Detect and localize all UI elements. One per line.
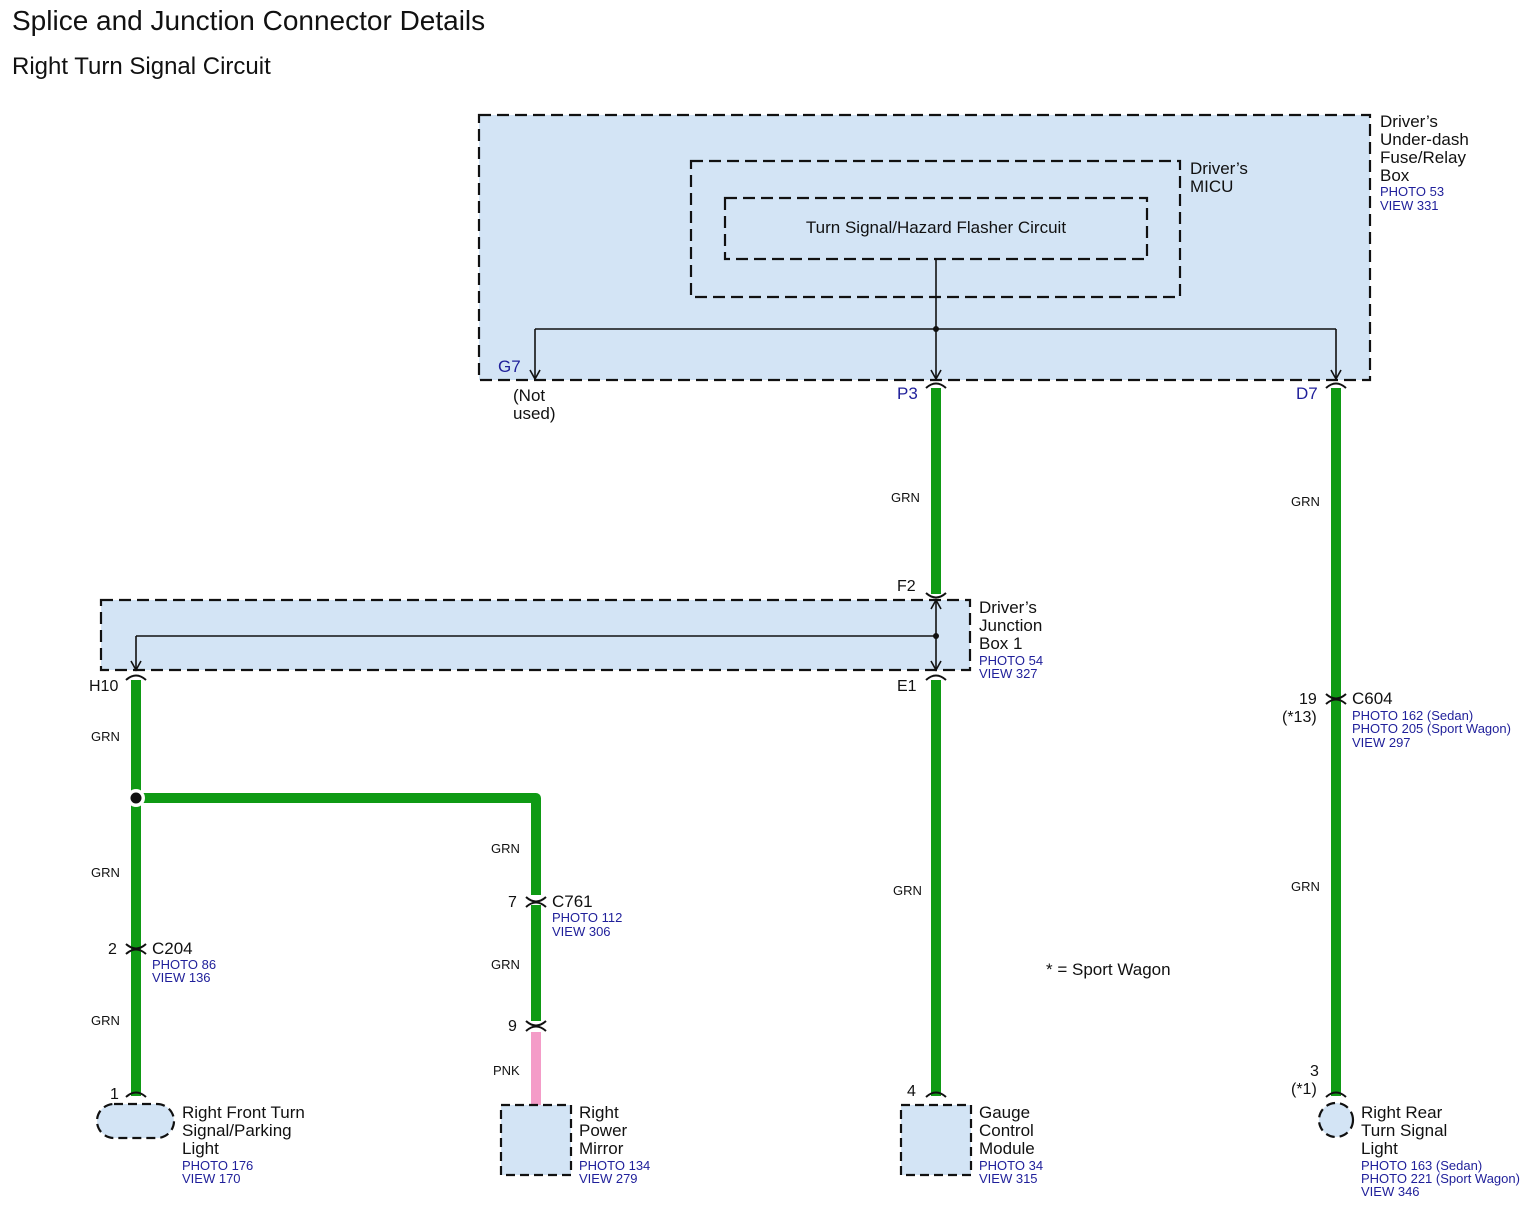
splice-dot-fuse-box — [933, 326, 939, 332]
wire-label-e1-gauge: GRN — [893, 883, 922, 898]
component-mirror: Right Power Mirror PHOTO 134 VIEW 279 — [499, 1103, 654, 1186]
pin-d7: D7 — [1296, 384, 1318, 403]
wire-label-c761-pin9: GRN — [491, 957, 520, 972]
pin-f2: F2 — [897, 578, 916, 595]
fuse-box-name: Driver’s Under-dash Fuse/Relay Box — [1380, 112, 1474, 185]
c604-pin: 19 — [1299, 691, 1317, 708]
c604-name: C604 — [1352, 689, 1393, 708]
pin-p3: P3 — [897, 384, 918, 403]
micu-name: Driver’s MICU — [1190, 159, 1253, 196]
arrow-f2 — [930, 598, 942, 610]
wire-label-pnk: PNK — [493, 1063, 520, 1078]
c761-pin-top: 7 — [508, 894, 517, 911]
pin-h10: H10 — [89, 678, 118, 695]
wire-label-h10-splice: GRN — [91, 729, 120, 744]
pin-g7: G7 — [498, 357, 521, 376]
connector-c604: 19 (*13) C604 PHOTO 162 (Sedan) PHOTO 20… — [1282, 689, 1515, 750]
junction-box: Driver’s Junction Box 1 PHOTO 54 VIEW 32… — [99, 598, 1047, 681]
c604-note: (*13) — [1282, 709, 1317, 726]
wire-label-c204-front: GRN — [91, 1013, 120, 1028]
c204-refs: PHOTO 86 VIEW 136 — [152, 957, 220, 985]
wire-label-d7-c604: GRN — [1291, 494, 1320, 509]
c761-refs: PHOTO 112 VIEW 306 — [552, 910, 626, 939]
splice-dot-junction — [933, 633, 939, 639]
connector-h10 — [125, 674, 147, 681]
c761-name: C761 — [552, 892, 593, 911]
front-light-refs: PHOTO 176 VIEW 170 — [182, 1158, 257, 1186]
page-subtitle: Right Turn Signal Circuit — [12, 53, 271, 80]
wire-label-splice-c204: GRN — [91, 865, 120, 880]
rear-light-pin: 3 — [1310, 1063, 1319, 1080]
gauge-refs: PHOTO 34 VIEW 315 — [979, 1158, 1047, 1186]
c204-pin: 2 — [108, 941, 117, 958]
c604-refs: PHOTO 162 (Sedan) PHOTO 205 (Sport Wagon… — [1352, 708, 1515, 750]
front-light-name: Right Front Turn Signal/Parking Light — [182, 1103, 310, 1158]
connector-e1 — [925, 674, 947, 681]
arrow-e1 — [930, 660, 942, 672]
rear-light-note: (*1) — [1291, 1081, 1317, 1098]
splice-point-center — [130, 792, 142, 804]
arrow-d7 — [1330, 369, 1342, 381]
rear-light-name: Right Rear Turn Signal Light — [1361, 1103, 1452, 1158]
wire-label-p3-f2: GRN — [891, 490, 920, 505]
not-used-label: (Not used) — [513, 386, 556, 423]
mirror-refs: PHOTO 134 VIEW 279 — [579, 1158, 654, 1186]
wire-splice-c761 — [136, 793, 541, 895]
gauge-name: Gauge Control Module — [979, 1103, 1039, 1158]
arrow-h10 — [130, 660, 142, 672]
wire-label-splice-c761: GRN — [491, 841, 520, 856]
fuse-relay-box: Turn Signal/Hazard Flasher Circuit Drive… — [477, 112, 1474, 423]
rear-light-refs: PHOTO 163 (Sedan) PHOTO 221 (Sport Wagon… — [1361, 1158, 1524, 1199]
connector-c204: 2 C204 PHOTO 86 VIEW 136 — [108, 939, 220, 985]
connector-d7 — [1325, 382, 1347, 389]
connector-f2 — [925, 592, 947, 599]
c204-name: C204 — [152, 939, 193, 958]
component-front-light: 1 Right Front Turn Signal/Parking Light … — [95, 1086, 310, 1186]
mirror-name: Right Power Mirror — [579, 1103, 632, 1158]
c761-pin-bottom: 9 — [508, 1018, 517, 1035]
connector-c761: 7 C761 PHOTO 112 VIEW 306 9 — [508, 892, 626, 1035]
legend-note: * = Sport Wagon — [1046, 960, 1171, 979]
component-gauge: 4 Gauge Control Module PHOTO 34 VIEW 315 — [899, 1083, 1047, 1186]
arrow-p3 — [930, 369, 942, 381]
pin-e1: E1 — [897, 678, 917, 695]
page-title: Splice and Junction Connector Details — [12, 5, 485, 36]
component-rear-light: 3 (*1) Right Rear Turn Signal Light PHOT… — [1291, 1063, 1524, 1199]
junction-box-refs: PHOTO 54 VIEW 327 — [979, 653, 1047, 681]
flasher-circuit-label: Turn Signal/Hazard Flasher Circuit — [806, 218, 1066, 237]
front-light-pin: 1 — [110, 1086, 119, 1103]
arrow-g7 — [529, 369, 541, 381]
fuse-box-refs: PHOTO 53 VIEW 331 — [1380, 184, 1448, 213]
junction-box-name: Driver’s Junction Box 1 — [979, 598, 1047, 653]
connector-p3 — [925, 382, 947, 389]
wire-label-c604-rear: GRN — [1291, 879, 1320, 894]
gauge-pin: 4 — [907, 1083, 916, 1100]
